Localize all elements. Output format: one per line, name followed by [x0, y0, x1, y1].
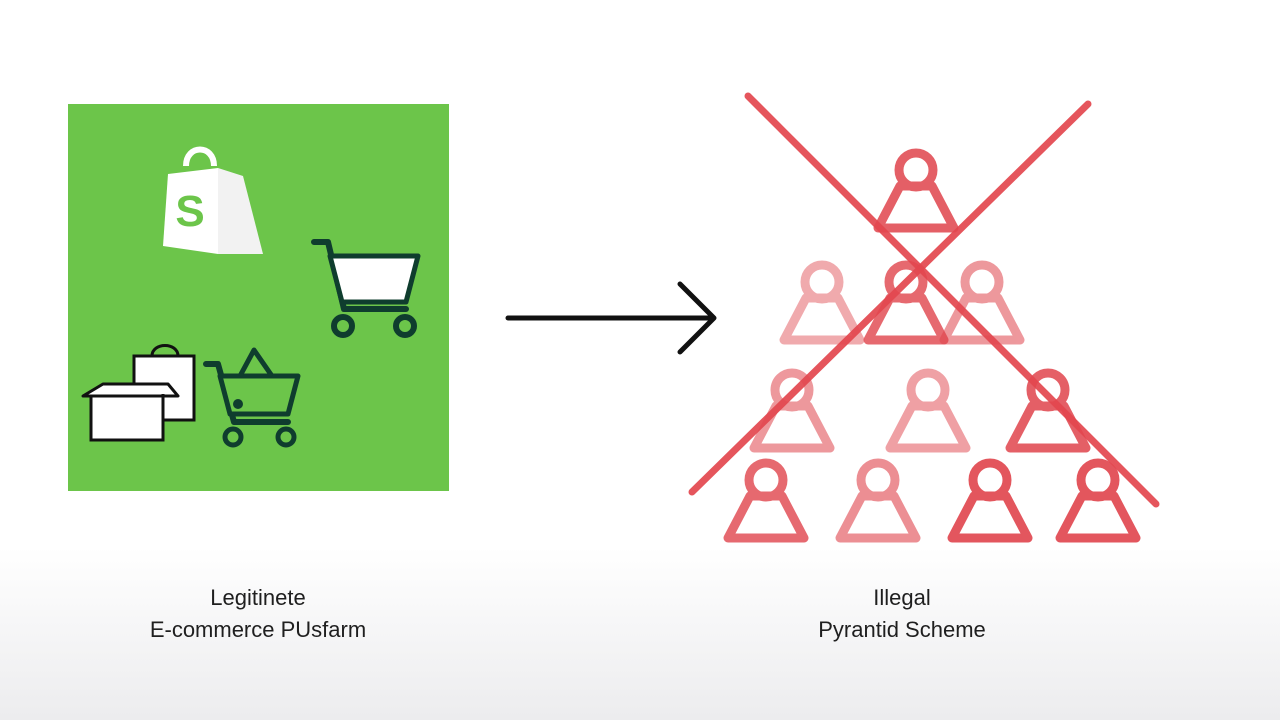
person-icon [840, 463, 916, 538]
arrow-connector [500, 280, 725, 356]
cross-out-icon [688, 92, 1160, 508]
person-icon [754, 373, 830, 448]
ecommerce-illustration: S [68, 104, 449, 491]
person-icon [728, 463, 804, 538]
pyramid-scheme-panel [680, 88, 1170, 548]
legit-caption-line2: E-commerce PUsfarm [149, 617, 367, 642]
right-arrow-icon [505, 281, 717, 355]
basket-cart-icon [203, 347, 301, 448]
pyramid-illustration [688, 92, 1160, 548]
person-icon [952, 463, 1028, 538]
person-icon [890, 373, 966, 448]
legit-caption: Legitinete E-commerce PUsfarm [108, 582, 408, 646]
scheme-caption-line1: Illegal [873, 585, 931, 610]
person-icon [784, 265, 860, 340]
ecommerce-panel: S [68, 104, 449, 491]
scheme-caption-line2: Pyrantid Scheme [818, 617, 986, 642]
person-icon [878, 153, 954, 228]
person-icon [1010, 373, 1086, 448]
bag-letter: S [175, 187, 204, 236]
shopping-cart-icon [311, 239, 421, 338]
shopping-bag-icon: S [163, 146, 263, 254]
scheme-caption: Illegal Pyrantid Scheme [752, 582, 1052, 646]
package-boxes-icon [81, 344, 196, 442]
legit-caption-line1: Legitinete [210, 585, 306, 610]
